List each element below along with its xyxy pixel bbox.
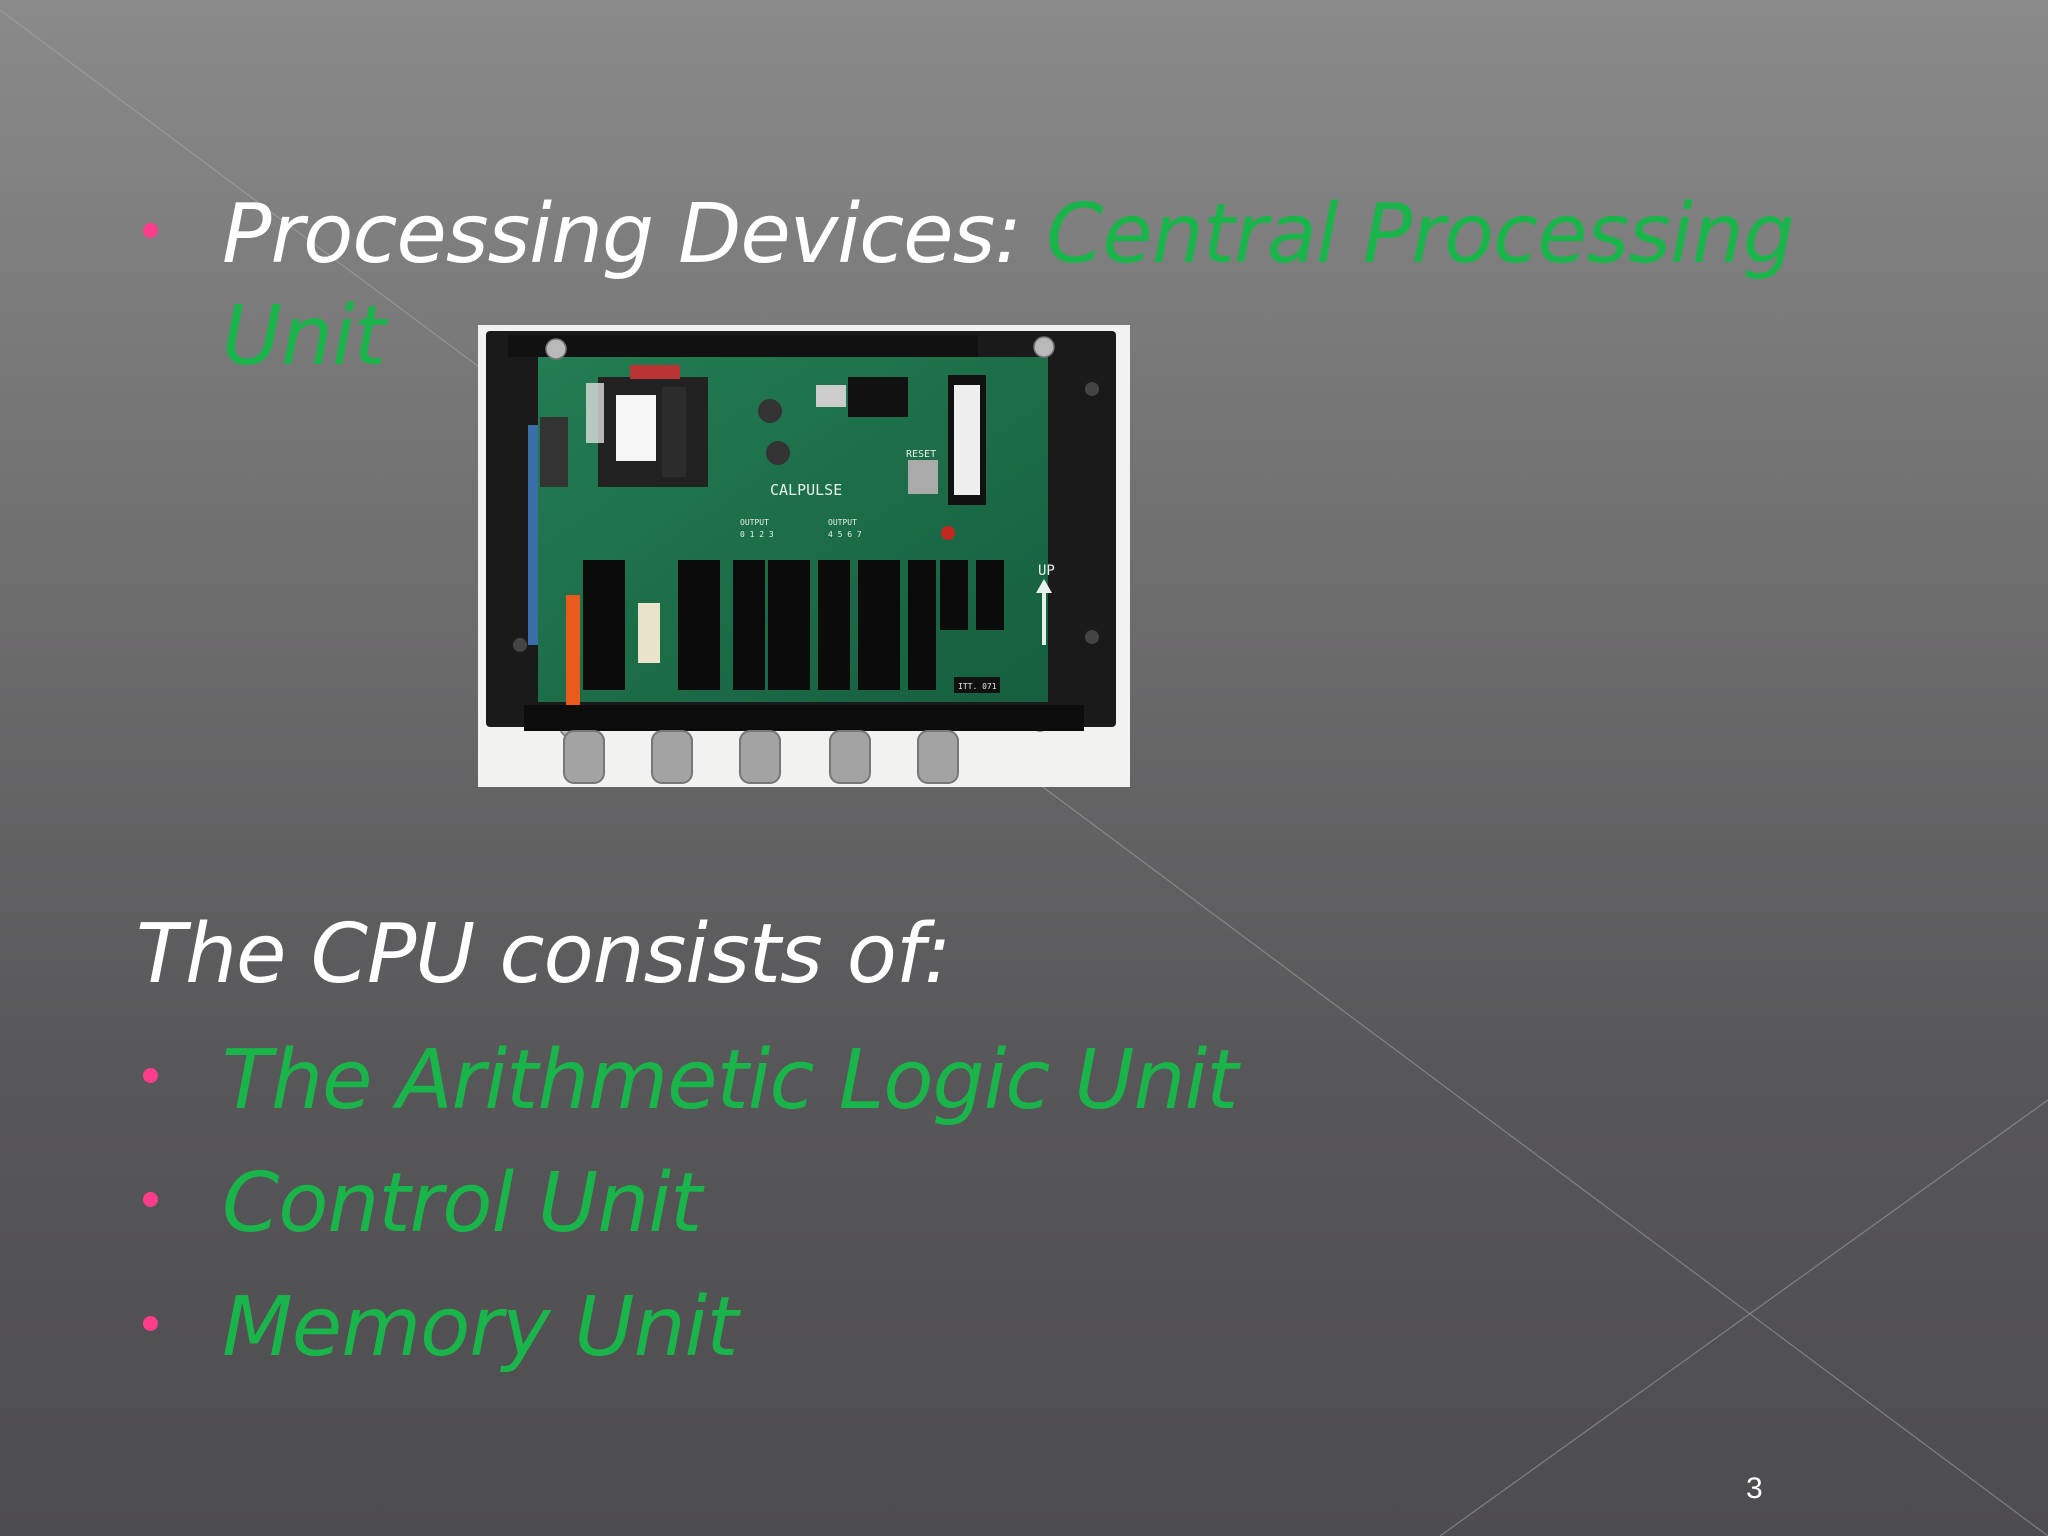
heading-value: Central Processing bbox=[1046, 187, 1795, 282]
output-digits-1: 0 1 2 3 bbox=[740, 530, 774, 539]
output-digits-2: 4 5 6 7 bbox=[828, 530, 862, 539]
bullet-dot-control-unit bbox=[143, 1192, 158, 1207]
bullet-dot-heading bbox=[143, 223, 158, 238]
heading-label: Processing Devices: bbox=[222, 187, 1022, 282]
board-label: CALPULSE bbox=[770, 481, 842, 499]
cpu-board-photo: CALPULSE RESET UP OUTPUT OUTPUT 0 1 2 3 … bbox=[478, 325, 1130, 787]
up-label: UP bbox=[1038, 563, 1055, 579]
output-label-2: OUTPUT bbox=[828, 518, 857, 527]
output-label-1: OUTPUT bbox=[740, 518, 769, 527]
heading-line: Processing Devices: Central Processing bbox=[222, 194, 1795, 276]
circuit-board-image: CALPULSE RESET UP OUTPUT OUTPUT 0 1 2 3 … bbox=[478, 325, 1130, 787]
reset-label: RESET bbox=[906, 449, 936, 460]
chip-label: ITT. 071 bbox=[958, 682, 997, 691]
list-item-control-unit: Control Unit bbox=[222, 1156, 702, 1251]
page-number: 3 bbox=[1746, 1472, 1763, 1505]
list-item-alu: The Arithmetic Logic Unit bbox=[222, 1033, 1238, 1128]
list-item-memory-unit: Memory Unit bbox=[222, 1280, 738, 1375]
bullet-dot-alu bbox=[143, 1068, 158, 1083]
bullet-dot-memory-unit bbox=[143, 1316, 158, 1331]
cpu-intro-text: The CPU consists of: bbox=[136, 907, 951, 1002]
heading-value-continued: Unit bbox=[222, 289, 386, 384]
